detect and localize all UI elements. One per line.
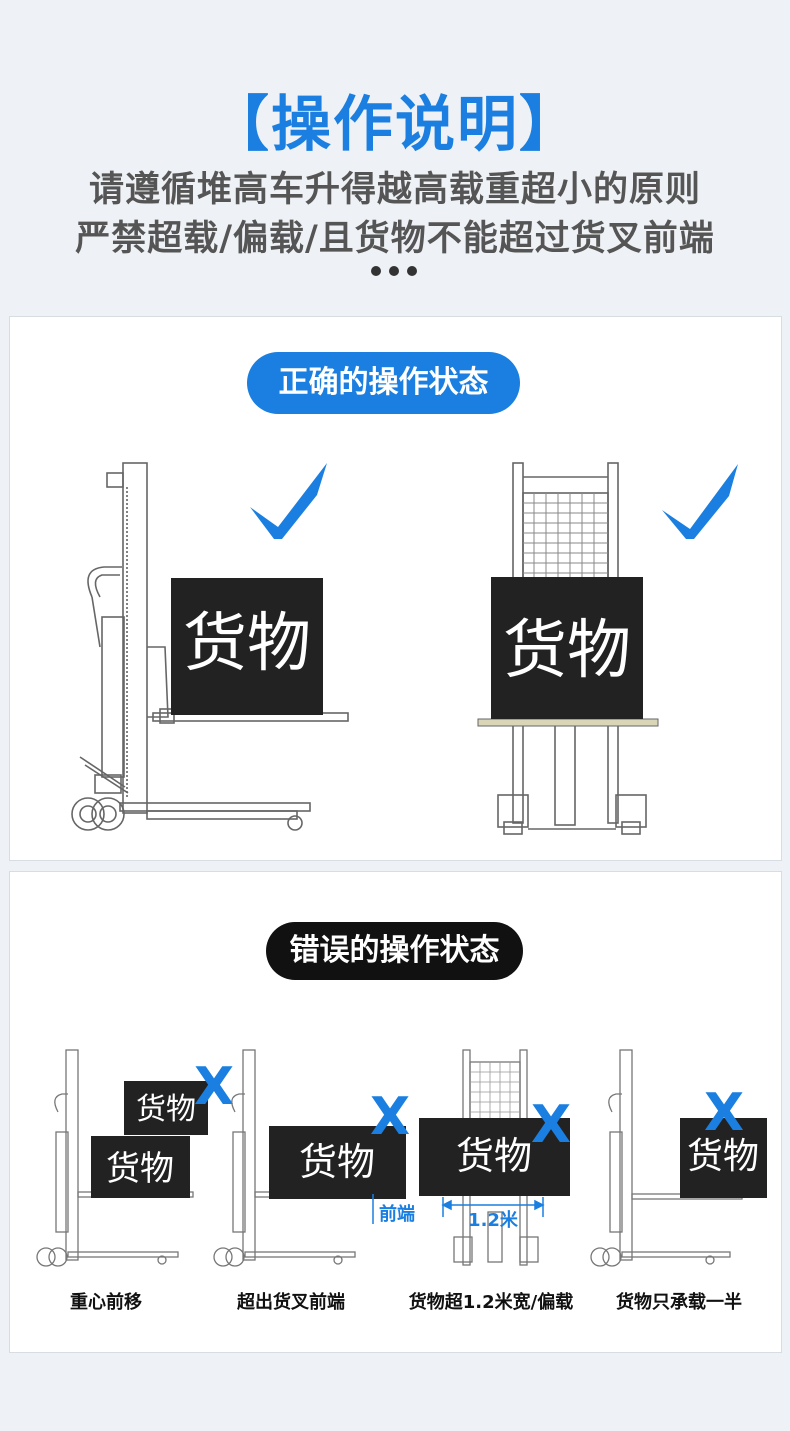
cargo-label-side: 货物 (183, 607, 311, 681)
subtitle-line-1: 请遵循堆高车升得越高载重超小的原则 (88, 170, 701, 210)
wrong-badge: 错误的操作状态 (266, 922, 523, 980)
cargo-label: 货物 (456, 1134, 532, 1178)
correct-badge: 正确的操作状态 (247, 352, 520, 414)
width-dimension-arrow (441, 1197, 545, 1217)
subtitle-line-2: 严禁超载/偏载/且货物不能超过货叉前端 (75, 219, 715, 259)
caption-1: 重心前移 (70, 1292, 142, 1313)
correct-operation-panel: 正确的操作状态 货物 (9, 316, 782, 861)
separator-dots (371, 264, 421, 278)
cargo-label: 货物 (136, 1092, 196, 1127)
page-title: 【操作说明】 (209, 90, 581, 160)
x-mark-icon: X (704, 1083, 744, 1143)
wrong-illustrations: 货物 货物 X 货物 X 前端 (36, 1049, 767, 1267)
cargo-label: 货物 (106, 1149, 174, 1189)
correct-illustrations: 货物 货物 (71, 462, 738, 835)
wrong-operation-panel: 错误的操作状态 货物 货物 X 货物 X 前端 (9, 871, 782, 1353)
checkmark-icon (250, 463, 327, 539)
caption-2: 超出货叉前端 (237, 1292, 345, 1313)
x-mark-icon: X (531, 1095, 571, 1155)
x-mark-icon: X (194, 1057, 234, 1117)
cargo-label: 货物 (299, 1140, 375, 1184)
x-mark-icon: X (370, 1087, 410, 1147)
front-label: 前端 (379, 1203, 415, 1225)
checkmark-icon (662, 464, 738, 539)
caption-3: 货物超1.2米宽/偏载 (408, 1292, 574, 1313)
width-label: 1.2米 (468, 1209, 519, 1231)
cargo-label: 货物 (687, 1136, 759, 1177)
cargo-label-front: 货物 (503, 614, 631, 688)
caption-4: 货物只承载一半 (616, 1292, 742, 1313)
